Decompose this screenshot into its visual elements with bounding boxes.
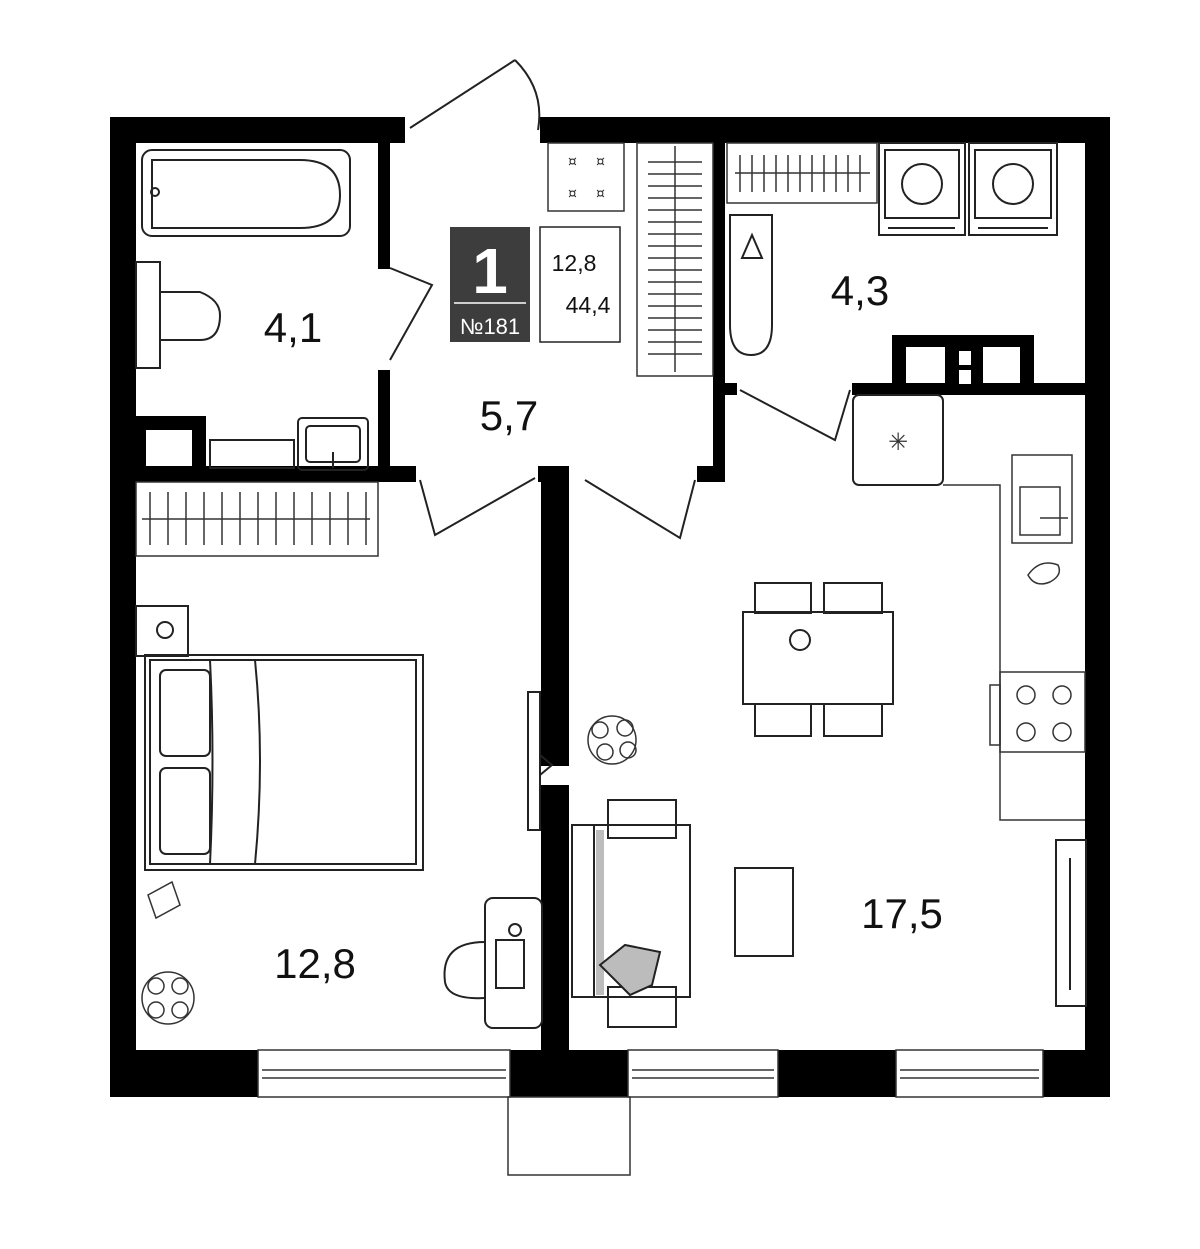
area-living-kitchen: 17,5: [861, 890, 943, 937]
dining-table: [742, 582, 894, 737]
plant-living: [587, 715, 637, 765]
living-area-value: 12,8: [552, 250, 597, 276]
sink-bathroom: [297, 417, 369, 471]
wardrobe-bedroom: [135, 481, 379, 557]
svg-text:✳: ✳: [888, 428, 908, 456]
wall-shelf-living: [1055, 839, 1087, 1007]
info-badge: 1 №181 12,8 44,4: [450, 226, 621, 343]
unit-number: №181: [460, 314, 520, 339]
area-hallway: 5,7: [480, 392, 538, 439]
doors: [389, 59, 851, 540]
ironing-board: [729, 214, 773, 357]
bed: [144, 654, 424, 871]
svg-text:¤: ¤: [568, 186, 577, 202]
interior-walls: [110, 143, 1087, 1050]
toilet: [135, 261, 222, 369]
shelf-utility: [726, 142, 878, 204]
dryer: [968, 142, 1058, 236]
rooms-count: 1: [472, 235, 508, 307]
desk: [443, 897, 543, 1029]
area-bathroom: 4,1: [264, 304, 322, 351]
wardrobe-hall: [636, 142, 714, 377]
washing-box: [209, 439, 295, 469]
washing-machine: [878, 142, 966, 236]
fridge: ✳: [852, 394, 944, 486]
area-utility: 4,3: [831, 267, 889, 314]
windows: [257, 1049, 1044, 1176]
svg-text:¤: ¤: [596, 154, 605, 170]
coffee-table: [734, 867, 794, 957]
svg-text:¤: ¤: [568, 154, 577, 170]
svg-text:¤: ¤: [596, 186, 605, 202]
area-bedroom: 12,8: [274, 940, 356, 987]
mirror: [527, 691, 554, 831]
sofa: [571, 799, 691, 1028]
book: [147, 880, 181, 920]
plant-bedroom: [141, 971, 195, 1025]
exterior-walls: [110, 117, 1110, 1097]
nightstand: [135, 605, 189, 657]
kitchen-counter: [943, 454, 1086, 821]
bathtub: [141, 149, 351, 237]
hob-hall: ¤ ¤ ¤ ¤: [547, 142, 625, 212]
total-area-value: 44,4: [566, 292, 611, 318]
